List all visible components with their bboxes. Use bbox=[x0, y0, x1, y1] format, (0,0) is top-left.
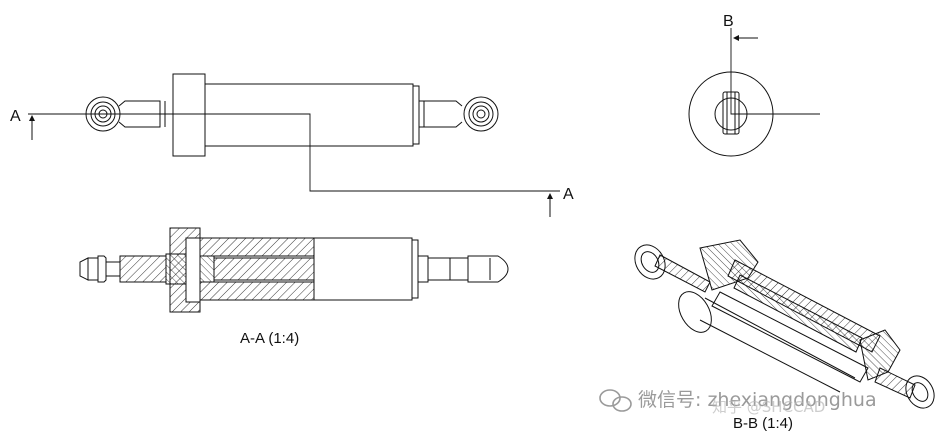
end-view bbox=[688, 28, 820, 157]
section-aa-view bbox=[79, 227, 509, 313]
isometric-section-bb bbox=[634, 239, 935, 409]
section-line-aa bbox=[28, 113, 560, 192]
elevation-view bbox=[28, 73, 560, 217]
watermark-zhihu: 知乎 @SHCCAD bbox=[712, 398, 825, 416]
right-rod bbox=[419, 100, 463, 128]
watermark: 微信号: zhexiangdonghua 知乎 @SHCCAD bbox=[599, 389, 877, 416]
section-aa-caption: A-A (1:4) bbox=[240, 330, 299, 347]
section-line-bb bbox=[730, 28, 820, 115]
barrel-wall-top bbox=[199, 237, 315, 257]
iso-inner-rod bbox=[733, 274, 863, 353]
watermark-wechat-id: 微信号: zhexiangdonghua bbox=[638, 389, 877, 411]
gland-collar bbox=[172, 73, 206, 157]
right-eye-aa bbox=[467, 255, 509, 283]
left-tip bbox=[79, 257, 89, 281]
cylinder-barrel bbox=[204, 83, 414, 147]
inner-rod-section bbox=[213, 257, 315, 281]
section-bb-caption: B-B (1:4) bbox=[733, 415, 793, 432]
barrel-wall-bottom bbox=[199, 281, 315, 301]
right-rod-eye bbox=[463, 96, 499, 132]
barrel-outer bbox=[313, 237, 413, 301]
right-rod-aa bbox=[427, 257, 469, 281]
section-label-a-left: A bbox=[10, 108, 21, 125]
section-label-a-right: A bbox=[563, 186, 574, 203]
left-rod-section bbox=[119, 255, 167, 283]
wechat-icon bbox=[599, 389, 632, 412]
section-label-b: B bbox=[723, 13, 734, 30]
